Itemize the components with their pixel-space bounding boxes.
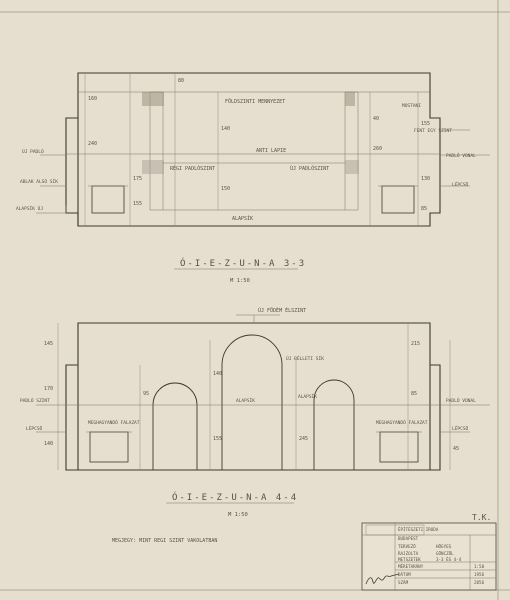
right-arch <box>313 379 355 470</box>
section-4-4-title: Ó-I-E-Z-U-N-A 4-4 <box>172 491 298 503</box>
section-4-4: ÚJ FÖDÉM ÉLSZINT ÚJ BÉLLETI SÍK ALAPSÍK … <box>20 306 490 544</box>
dim-3-3: 260 <box>373 146 382 152</box>
label-lamp-line: ANTI LAPIE <box>256 148 286 154</box>
section-3-3-title: Ó-I-E-Z-U-N-A 3-3 <box>180 257 306 269</box>
label-arch-note: ÚJ BÉLLETI SÍK <box>286 354 324 362</box>
signature-mark <box>365 573 400 585</box>
tb-row-label: TERVEZŐ <box>398 544 416 549</box>
section-3-3-top-edge <box>77 72 431 118</box>
tb-row-label: MÉRETARÁNY <box>398 564 424 569</box>
dim-3-3: 80 <box>178 78 184 84</box>
dim-3-3: 140 <box>221 126 230 132</box>
left-arch <box>152 382 198 470</box>
tb-row-label: METSZETEK <box>398 557 421 562</box>
label-right-low: LÉPCSŐ <box>452 180 469 188</box>
tb-row-value: 1956 <box>474 572 485 577</box>
label-right-floor: PADLÓ VONAL <box>446 397 476 404</box>
right-pier-hatch-top <box>345 92 355 106</box>
label-left-floor: PADLÓ SZINT <box>20 397 50 404</box>
title-block-frame <box>361 522 497 591</box>
tb-row-value: 2856 <box>474 580 485 585</box>
label-right-upper: FENT EGY SZINT <box>414 128 452 134</box>
left-window <box>91 185 125 214</box>
right-niche <box>379 431 419 463</box>
section-3-3: FÖLDSZINTI MENNYEZET ANTI LAPIE RÉGI PAD… <box>16 72 490 284</box>
dim-3-3: 85 <box>421 206 427 212</box>
label-top-note: ÚJ FÖDÉM ÉLSZINT <box>258 306 306 314</box>
left-pier-hatch-top <box>142 92 164 106</box>
dim-3-3: 155 <box>133 201 142 207</box>
label-left-floor: ÚJ PADLÓ <box>22 148 44 155</box>
label-right-top: MOSTANI <box>402 103 421 109</box>
dim-4-4: 95 <box>143 391 149 397</box>
dim-4-4: 245 <box>299 436 308 442</box>
dim-3-3: 130 <box>421 176 430 182</box>
stamp-box <box>365 524 425 536</box>
tb-row-label: RAJZOLTA <box>398 551 419 556</box>
dim-3-3: 155 <box>421 121 430 127</box>
label-right-low: LÉPCSŐ <box>452 424 469 432</box>
left-pier <box>149 91 164 211</box>
center-arch <box>221 334 283 470</box>
section-4-4-top <box>77 322 431 365</box>
section-3-3-outline <box>65 92 441 227</box>
right-pier <box>344 91 359 211</box>
corner-mark: T.K. <box>472 513 491 522</box>
tb-row-value: GÖNCZÖL <box>436 551 454 556</box>
dim-4-4: 140 <box>44 441 53 447</box>
dim-3-3: 150 <box>221 186 230 192</box>
dim-3-3: 240 <box>88 141 97 147</box>
right-window <box>381 185 415 214</box>
tb-row-value: HÖGYES <box>436 544 452 549</box>
footnote: MEGJEGY: MINT REGI SZINT VAKOLATBAN <box>112 538 217 544</box>
dim-4-4: 140 <box>213 371 222 377</box>
label-old-floor: RÉGI PADLÓSZINT <box>170 164 215 172</box>
dim-4-4: 85 <box>411 391 417 397</box>
left-pier-hatch-mid <box>142 160 164 174</box>
section-3-3-scale: M 1:50 <box>230 278 250 284</box>
tb-row-label: ÉPÍTÉSZETI IRODA <box>398 527 439 532</box>
label-new-floor: ÚJ PADLÓSZINT <box>290 165 329 172</box>
label-bottom-center: ALAPSÍK <box>232 214 253 222</box>
label-right-niche: MEGHAGYANDÓ FALAZAT <box>376 419 428 426</box>
title-block: ÉPÍTÉSZETI IRODA BUDAPEST TERVEZŐ HÖGYES… <box>361 522 497 591</box>
dim-4-4: 145 <box>44 341 53 347</box>
left-niche <box>89 431 129 463</box>
label-left-low: LÉPCSŐ <box>26 424 43 432</box>
label-mid-right: ALAPSÍK <box>298 392 317 400</box>
right-pier-hatch-mid <box>345 160 359 174</box>
label-left-niche: MEGHAGYANDÓ FALAZAT <box>88 419 140 426</box>
label-left-mid: ABLAK ALSÓ SÍK <box>20 177 58 185</box>
tb-row-value: 1:50 <box>474 564 485 569</box>
dim-4-4: 45 <box>453 446 459 452</box>
tb-row-label: DÁTUM <box>398 572 411 577</box>
section-4-4-outline <box>65 364 441 471</box>
label-center-floor: ALAPSÍK <box>236 396 255 404</box>
dim-3-3: 40 <box>373 116 379 122</box>
label-right-floor: PADLÓ VONAL <box>446 152 476 159</box>
section-4-4-scale: M 1:50 <box>228 512 248 518</box>
left-step <box>36 205 67 214</box>
tb-row-label: BUDAPEST <box>398 536 419 541</box>
dim-3-3: 160 <box>88 96 97 102</box>
dim-4-4: 215 <box>411 341 420 347</box>
dim-4-4: 170 <box>44 386 53 392</box>
dim-4-4: 155 <box>213 436 222 442</box>
tb-row-value: 3-3 ÉS 4-4 <box>436 557 462 562</box>
tb-row-label: SZÁM <box>398 580 409 585</box>
label-left-bottom: ALAPSÍK ÚJ <box>16 204 43 212</box>
dim-3-3: 175 <box>133 176 142 182</box>
label-ceiling-note: FÖLDSZINTI MENNYEZET <box>225 98 285 105</box>
